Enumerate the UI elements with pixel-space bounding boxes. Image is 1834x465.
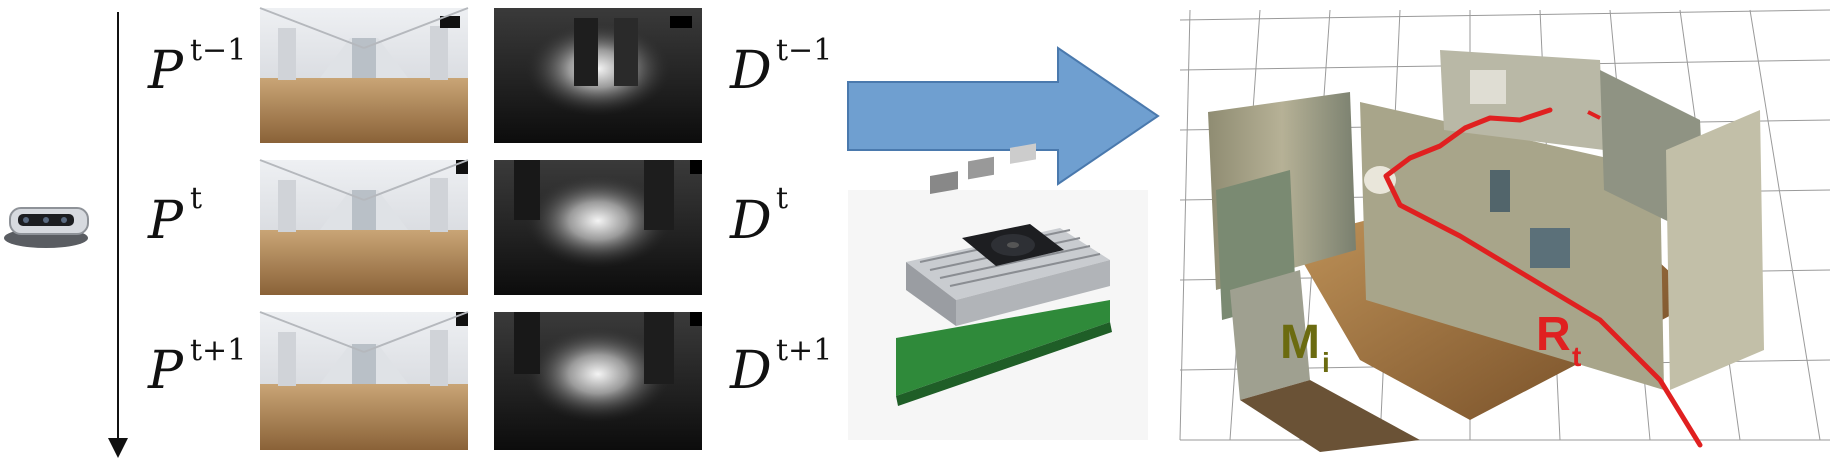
svg-text:t+1: t+1 — [776, 333, 832, 368]
rgb-label-2: P t+1 — [147, 333, 246, 401]
svg-text:i: i — [1322, 347, 1330, 378]
svg-text:t−1: t−1 — [776, 33, 832, 68]
svg-text:t: t — [1572, 341, 1581, 372]
depth-label-1: D t — [729, 181, 788, 251]
depth-frame-0 — [494, 8, 702, 143]
depth-label-0: D t−1 — [729, 33, 832, 101]
svg-text:t: t — [776, 181, 788, 216]
depth-frame-1 — [494, 160, 702, 295]
svg-text:P: P — [147, 341, 184, 401]
embedded-computer-board — [848, 143, 1148, 440]
process-arrow — [847, 46, 1160, 186]
svg-text:D: D — [729, 341, 772, 401]
depth-camera-icon — [4, 207, 89, 248]
svg-text:t+1: t+1 — [190, 333, 246, 368]
rgb-frame-2 — [259, 311, 469, 450]
rgb-label-1: P t — [147, 181, 202, 251]
svg-text:D: D — [729, 191, 772, 251]
svg-text:M: M — [1280, 316, 1320, 369]
svg-text:R: R — [1536, 308, 1571, 361]
route-label: R t — [1536, 308, 1581, 372]
semantic-3d-map: M i R t — [1179, 9, 1831, 452]
rgb-frames — [259, 7, 469, 450]
svg-text:D: D — [729, 41, 772, 101]
route-path — [1383, 107, 1703, 448]
rgb-label-0: P t−1 — [147, 33, 246, 101]
depth-frames — [494, 8, 702, 450]
depth-frame-2 — [494, 312, 702, 450]
svg-text:P: P — [147, 41, 184, 101]
depth-label-2: D t+1 — [729, 333, 832, 401]
svg-text:t: t — [190, 181, 202, 216]
svg-text:t−1: t−1 — [190, 33, 246, 68]
rgb-frame-1 — [259, 159, 469, 295]
rgb-frame-0 — [259, 7, 469, 143]
svg-text:P: P — [147, 191, 184, 251]
map-label: M i — [1280, 316, 1330, 378]
